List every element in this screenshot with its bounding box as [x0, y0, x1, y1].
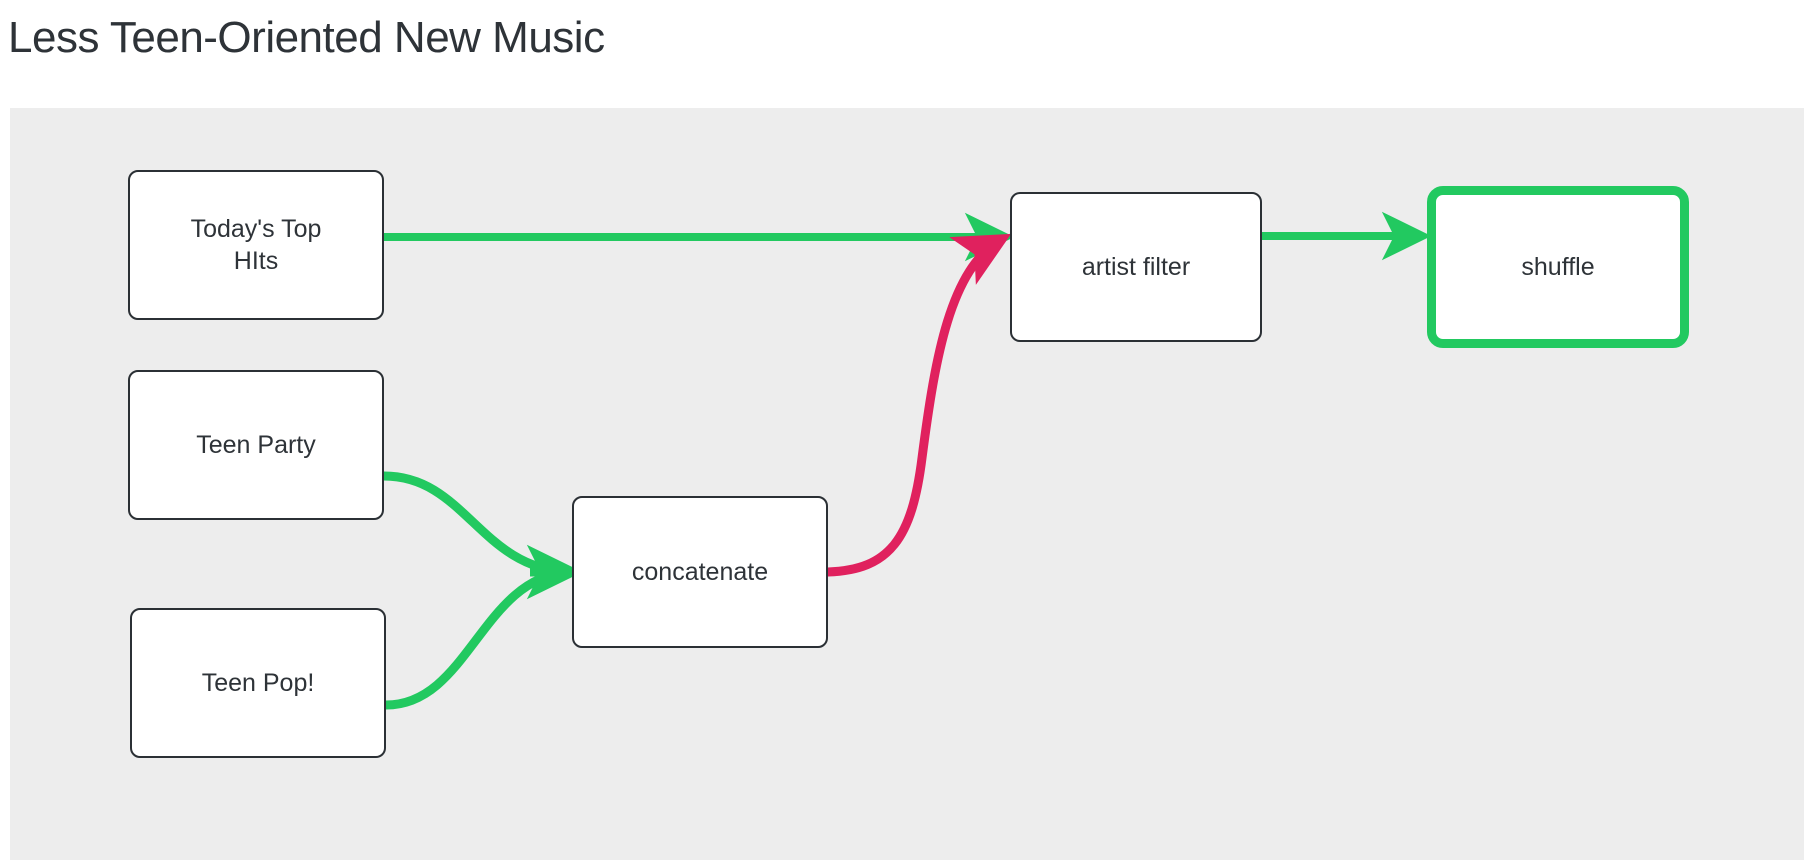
- node-artist-filter[interactable]: artist filter: [1010, 192, 1262, 342]
- diagram-canvas[interactable]: Today's Top HIts Teen Party Teen Pop! co…: [10, 108, 1804, 860]
- edge-teen-party-to-concatenate: [379, 471, 573, 577]
- node-todays-top-hits[interactable]: Today's Top HIts: [128, 170, 384, 320]
- page-title: Less Teen-Oriented New Music: [8, 13, 605, 62]
- edge-teen-pop-to-concatenate: [381, 567, 573, 710]
- node-label: Today's Top HIts: [190, 214, 322, 276]
- node-label: Teen Party: [196, 430, 316, 459]
- node-teen-pop[interactable]: Teen Pop!: [130, 608, 386, 758]
- node-label: concatenate: [631, 557, 769, 586]
- node-shuffle[interactable]: shuffle: [1427, 186, 1689, 348]
- node-concatenate[interactable]: concatenate: [572, 496, 828, 648]
- edge-concatenate-to-artist-filter: [823, 233, 1012, 577]
- node-label: artist filter: [1081, 252, 1191, 281]
- node-label: Teen Pop!: [201, 668, 315, 697]
- node-label: shuffle: [1521, 252, 1595, 281]
- node-teen-party[interactable]: Teen Party: [128, 370, 384, 520]
